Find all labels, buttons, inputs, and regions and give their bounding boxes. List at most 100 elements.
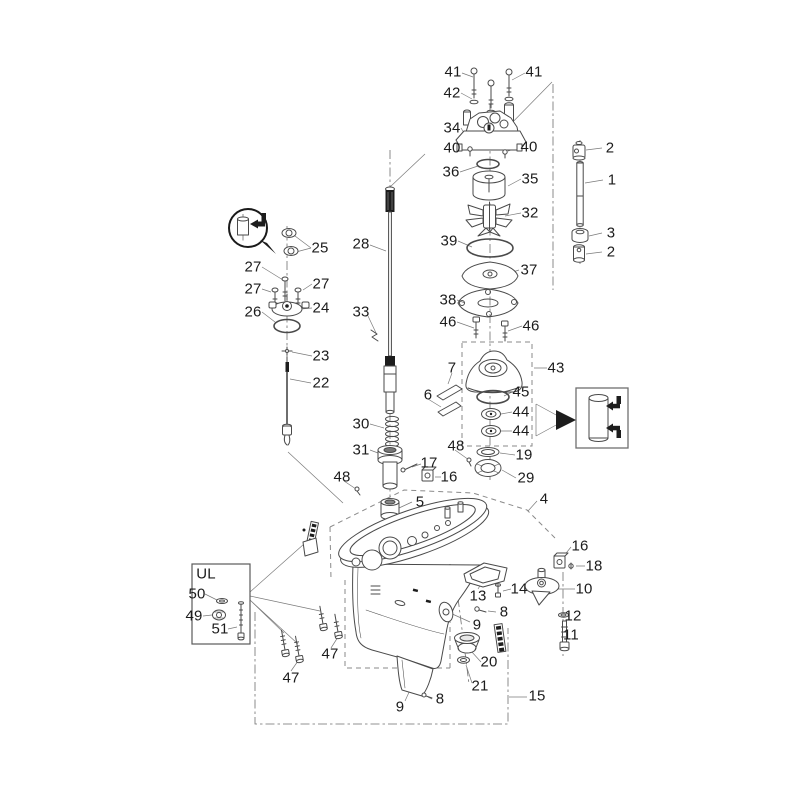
part-label-13: 13 [469,587,487,605]
part-label-40: 40 [520,138,538,156]
part-23-pin [281,346,293,356]
part-6-key [437,401,462,417]
part-label-41: 41 [444,63,462,81]
part-45-oring [476,389,510,405]
part-1-shift-rod [576,161,584,227]
part-10-trim-tab [524,567,560,606]
part-50-washer [216,598,228,604]
part-label-10: 10 [575,580,593,598]
part-20-bearing [454,632,480,654]
part-8-screws [421,606,487,699]
part-37-outer-plate [461,261,519,290]
part-11-bolt [559,620,570,652]
part-5-bushing [380,498,400,520]
part-32-impeller [465,201,513,237]
part-16-anode-block-lower [553,552,569,569]
part-label-19: 19 [515,446,533,464]
part-31-sleeve [377,445,403,490]
part-label-16: 16 [440,468,458,486]
assembly-43-boundary [461,341,533,447]
part-label-25: 25 [311,239,329,257]
part-label-9: 9 [472,616,482,634]
part-label-47: 47 [321,645,339,663]
part-40-screws [467,146,508,159]
part-36-oring [476,158,500,170]
part-22-shift-rod-lower [282,356,292,446]
assembly-15-boundary [254,612,527,725]
part-label-22: 22 [312,374,330,392]
part-41-bolts [470,67,513,109]
part-label-27: 27 [312,275,330,293]
part-label-48: 48 [447,437,465,455]
part-label-46: 46 [439,313,457,331]
part-14-bolt [495,583,501,598]
part-2-connector-top [572,141,586,161]
part-label-15: 15 [528,687,546,705]
part-label-42: 42 [443,84,461,102]
part-label-12: 12 [564,607,582,625]
part-47-bolts [280,605,343,664]
mating-flange [338,497,490,571]
part-label-40: 40 [443,139,461,157]
part-49-nut [212,609,226,621]
part-label-20: 20 [480,653,498,671]
part-label-21: 21 [471,677,489,695]
part-label-33: 33 [352,303,370,321]
part-label-38: 38 [439,291,457,309]
part-38-gasket [457,288,519,318]
ul-inset-box [191,563,251,645]
part-label-45: 45 [512,383,530,401]
grease-callout-arrow [535,403,576,437]
part-label-44: 44 [512,403,530,421]
part-label-37: 37 [520,261,538,279]
part-label-14: 14 [510,580,528,598]
part-17-pin [400,463,418,473]
part-label-36: 36 [442,163,460,181]
part-28-driveshaft [383,186,397,415]
part-label-48: 48 [333,468,351,486]
part-12-washer [558,612,569,618]
part-label-11: 11 [563,626,579,644]
part-label-51: 51 [211,620,229,638]
part-label-9: 9 [395,698,405,716]
part-44-oil-seals [481,408,501,437]
part-label-47: 47 [282,669,300,687]
part-label-29: 29 [517,469,535,487]
part-label-39: 39 [440,232,458,250]
part-label-34: 34 [443,119,461,137]
part-label-31: 31 [352,441,370,459]
part-label-8: 8 [435,690,445,708]
part-label-32: 32 [521,204,539,222]
part-label-18: 18 [585,557,603,575]
part-9-anodes [302,520,507,653]
part-label-23: 23 [312,347,330,365]
part-label-49: 49 [185,607,203,625]
grease-applicator-circle-icon [228,208,276,254]
part-26-oring [273,318,301,334]
part-51-bolt [237,601,245,641]
part-39-oring [466,238,514,258]
part-label-1: 1 [607,171,617,189]
part-label-43: 43 [547,359,565,377]
part-19-washer [476,447,500,457]
callout-pointer [260,240,276,254]
part-label-46: 46 [522,317,540,335]
part-33-clip [370,329,379,342]
part-label-44: 44 [512,422,530,440]
part-35-insert-cartridge [472,170,506,201]
part-label-27: 27 [244,258,262,276]
part-label-2: 2 [606,243,616,261]
part-7-key [436,384,463,401]
part-label-41: 41 [525,63,543,81]
part-30-spring [385,415,399,448]
part-25-nuts [281,228,299,256]
part-label-6: 6 [423,386,433,404]
part-label-27: 27 [244,280,262,298]
part-3-bushing [571,228,589,243]
part-46-bolts [472,316,509,342]
part-label-26: 26 [244,303,262,321]
part-label-7: 7 [447,359,457,377]
part-48-screws [354,457,472,496]
part-34-water-pump-housing [455,102,527,152]
